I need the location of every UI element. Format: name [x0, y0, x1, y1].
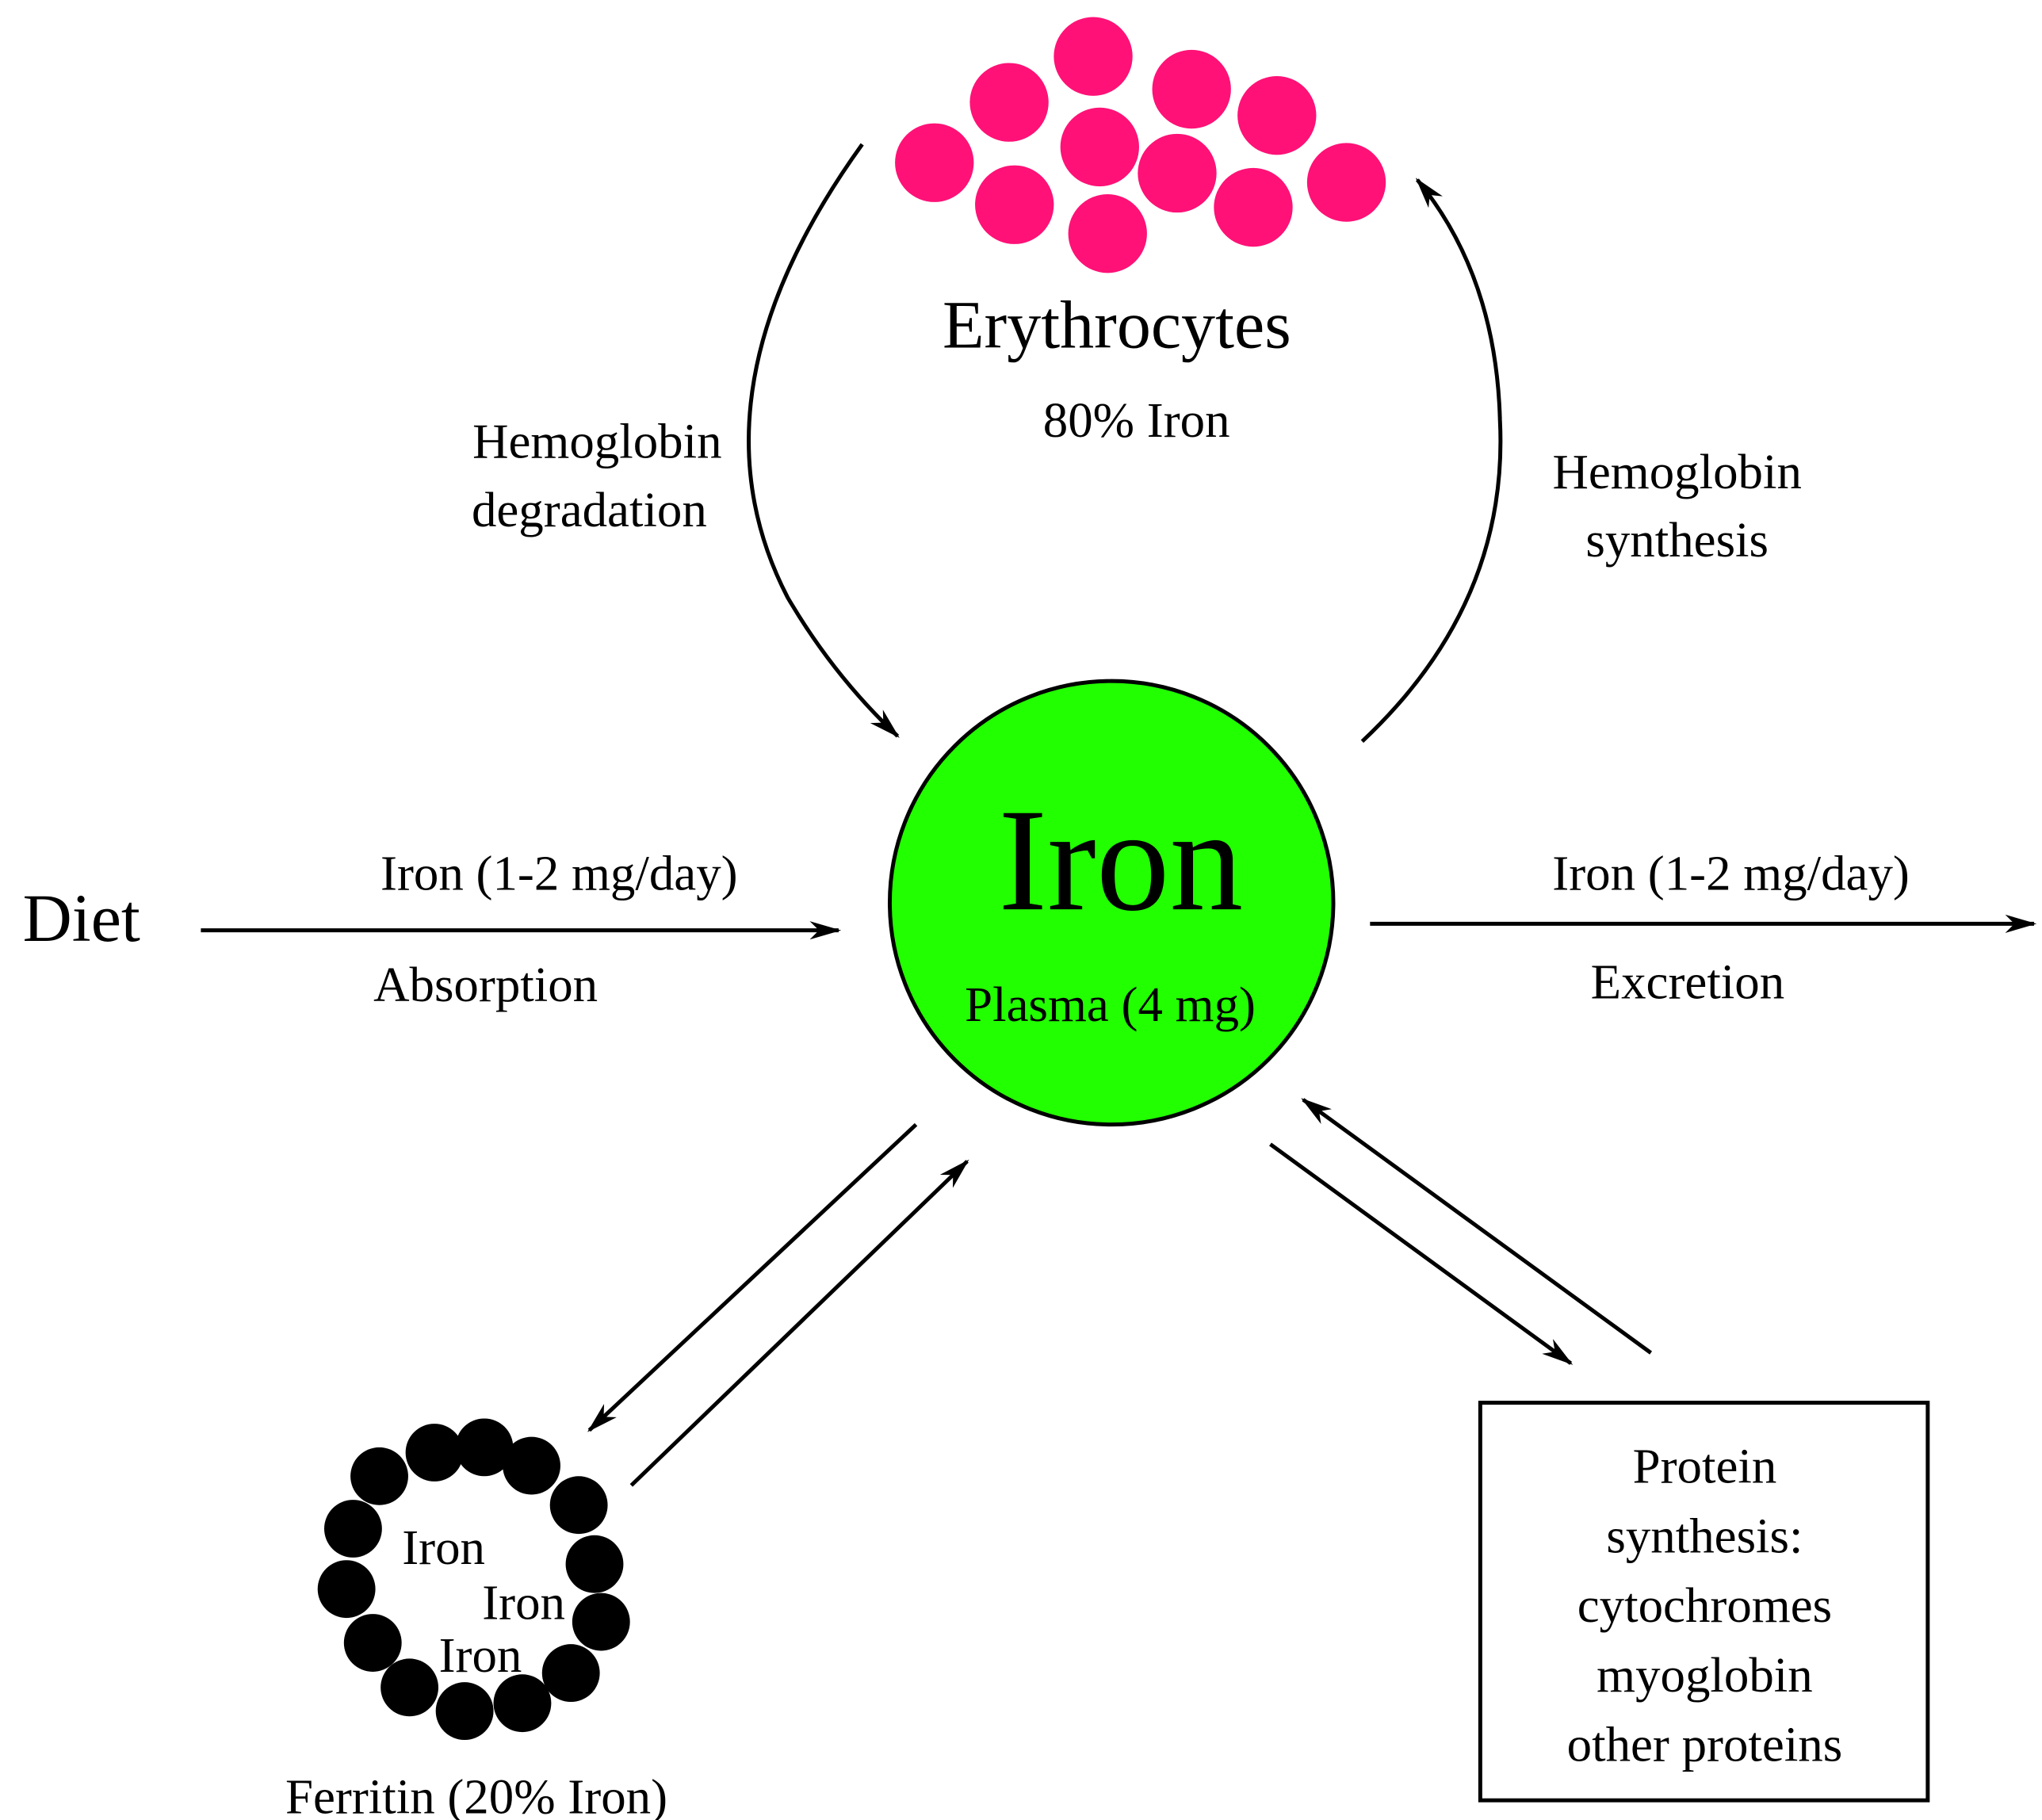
ferritin-bead-9: [493, 1674, 552, 1733]
erythrocyte-cell-1: [1054, 17, 1133, 96]
protein-to-plasma-arrow: [1301, 1098, 1653, 1355]
ferritin-bead-6: [565, 1535, 624, 1593]
ferritin-bead-7: [572, 1592, 630, 1651]
erythrocyte-cell-2: [969, 63, 1049, 142]
protein-synthesis-line-5: other proteins: [1567, 1717, 1843, 1772]
absorption-rate: Iron (1-2 mg/day): [380, 845, 738, 900]
erythrocyte-cell-7: [1138, 133, 1217, 213]
hemoglobin-degradation-arrow: [747, 143, 900, 738]
ferritin-caption: Ferritin (20% Iron): [285, 1769, 667, 1820]
erythrocyte-cell-3: [1152, 49, 1231, 129]
plasma-iron-pool: [887, 679, 1336, 1127]
ferritin-bead-3: [455, 1418, 514, 1477]
erythrocyte-cell-6: [1060, 107, 1139, 187]
ferritin-to-plasma-arrow: [629, 1159, 969, 1487]
ferritin-bead-5: [549, 1476, 608, 1535]
excretion-rate: Iron (1-2 mg/day): [1552, 845, 1910, 900]
ferritin-bead-2: [405, 1424, 464, 1482]
absorption-label: Absorption: [373, 957, 598, 1012]
erythrocytes-title: Erythrocytes: [943, 287, 1291, 363]
ferritin-bead-12: [343, 1614, 402, 1672]
hemoglobin-synthesis-line1: Hemoglobin: [1552, 444, 1801, 499]
ferritin-bead-11: [380, 1658, 439, 1717]
ferritin-ring: [317, 1418, 630, 1741]
ferritin-bead-1: [350, 1447, 408, 1505]
erythrocyte-cell-5: [895, 123, 974, 202]
ferritin-inner-iron-3: Iron: [439, 1627, 522, 1683]
hemoglobin-synthesis-line2: synthesis: [1585, 512, 1769, 568]
ferritin-bead-10: [435, 1682, 494, 1741]
plasma-iron-title: Iron: [998, 779, 1243, 942]
erythrocyte-cluster: [895, 17, 1386, 273]
ferritin-bead-4: [503, 1436, 560, 1495]
erythrocytes-iron-percent: 80% Iron: [1043, 392, 1230, 448]
ferritin-inner-iron-2: Iron: [482, 1575, 565, 1631]
excretion-label: Excretion: [1591, 954, 1784, 1010]
ferritin-bead-14: [323, 1500, 382, 1558]
diet-label: Diet: [23, 880, 140, 956]
protein-synthesis-line-4: myoglobin: [1597, 1647, 1813, 1703]
plasma-to-ferritin-arrow: [587, 1122, 918, 1432]
erythrocyte-cell-9: [975, 165, 1054, 244]
hemoglobin-degradation-line2: degradation: [472, 482, 707, 537]
erythrocyte-cell-4: [1237, 76, 1317, 155]
erythrocyte-cell-10: [1214, 167, 1293, 247]
protein-synthesis-line-2: synthesis:: [1606, 1508, 1803, 1563]
plasma-to-protein-arrow: [1269, 1142, 1574, 1365]
plasma-iron-amount: Plasma (4 mg): [965, 977, 1256, 1032]
hemoglobin-degradation-line1: Hemoglobin: [472, 414, 721, 469]
ferritin-bead-13: [317, 1560, 376, 1619]
ferritin-bead-8: [541, 1644, 600, 1703]
hemoglobin-synthesis-arrow: [1360, 178, 1503, 744]
protein-synthesis-line-1: Protein: [1633, 1439, 1777, 1494]
erythrocyte-cell-11: [1068, 193, 1147, 273]
protein-synthesis-line-3: cytochromes: [1577, 1577, 1832, 1633]
ferritin-inner-iron-1: Iron: [402, 1520, 485, 1575]
protein-synthesis-box: [1478, 1401, 1930, 1803]
erythrocyte-cell-8: [1306, 143, 1386, 222]
